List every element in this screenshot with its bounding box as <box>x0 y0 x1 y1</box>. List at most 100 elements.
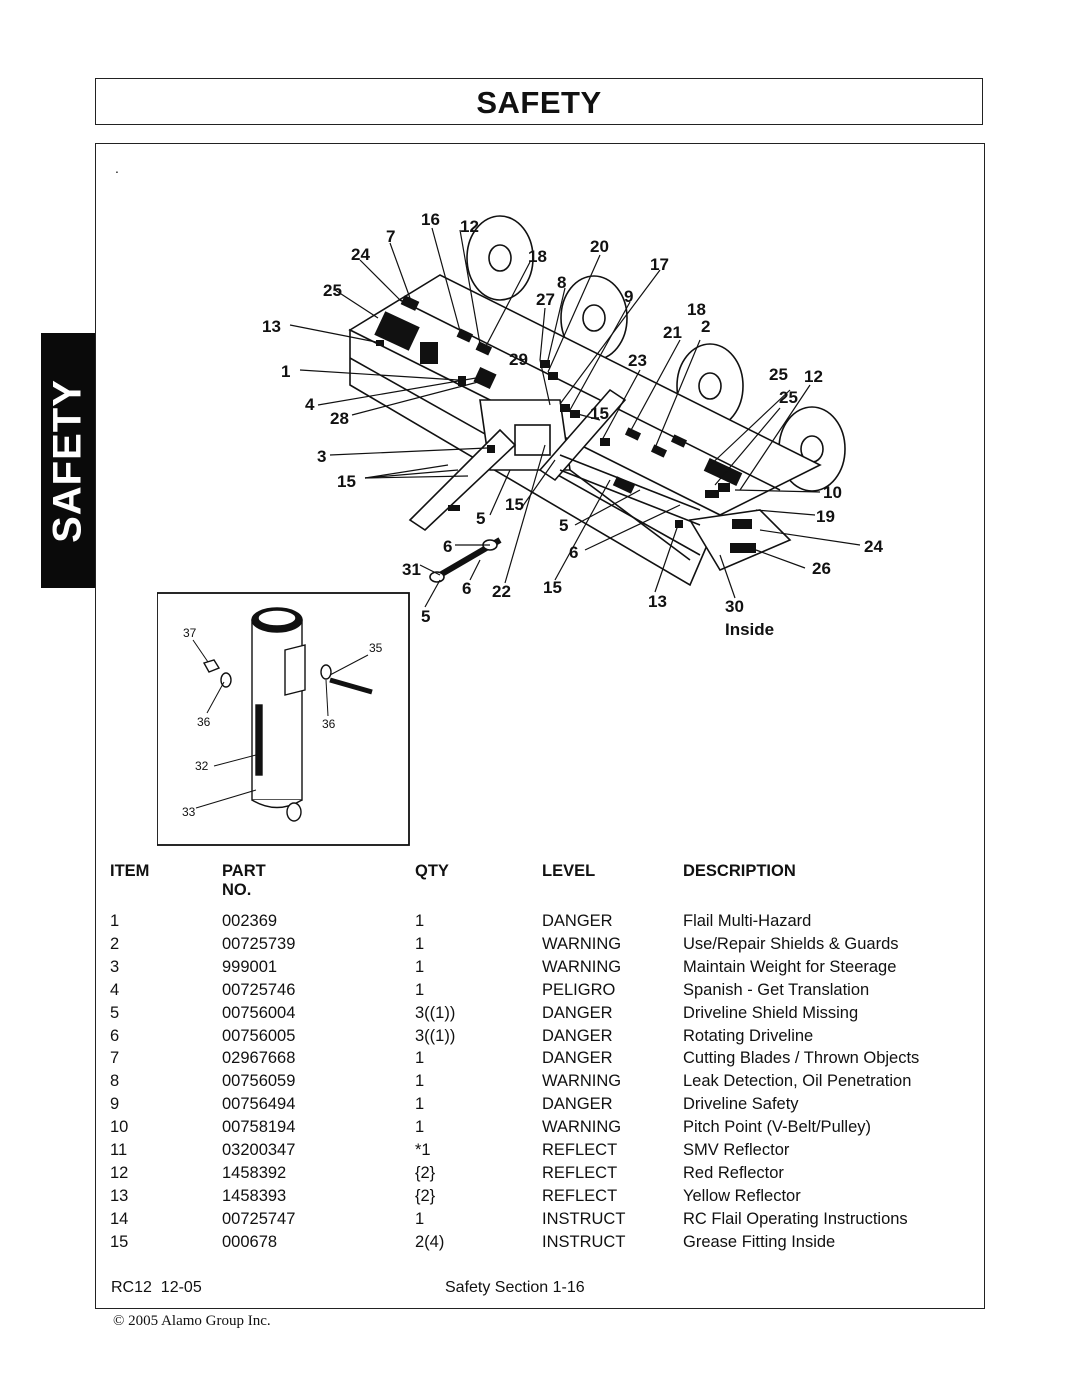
item-cell: 9 <box>110 1095 120 1114</box>
inside-label: Inside <box>725 620 774 639</box>
item-cell: 14 <box>110 1209 129 1228</box>
callout: 22 <box>492 582 511 601</box>
callout: 28 <box>330 409 349 428</box>
level-cell: DANGER <box>542 1049 613 1068</box>
item-cell: 2 <box>110 934 120 953</box>
level-cell: PELIGRO <box>542 980 616 999</box>
part-no-cell: 00725747 <box>222 1209 296 1228</box>
mower-illustration <box>348 215 846 587</box>
level-cell: REFLECT <box>542 1163 618 1182</box>
callout: 18 <box>687 300 706 319</box>
page-title: SAFETY <box>476 85 602 120</box>
item-cell: 4 <box>110 980 120 999</box>
leader-lines <box>289 227 861 608</box>
wheel-shape <box>466 215 534 301</box>
level-cell: DANGER <box>542 912 613 930</box>
header-description: DESCRIPTION <box>683 862 796 880</box>
part-no-cell: 02967668 <box>222 1049 296 1068</box>
inset-detail: 37 35 36 36 32 33 <box>157 592 410 846</box>
part-no-cell: 1458393 <box>222 1186 287 1205</box>
qty-cell: 3((1)) <box>415 1026 456 1045</box>
part-no-cell: 00756494 <box>222 1095 296 1114</box>
level-cell: WARNING <box>542 1072 622 1091</box>
description-cell: Use/Repair Shields & Guards <box>683 934 899 953</box>
inset-callout: 36 <box>197 715 211 729</box>
header-part-no: PART NO. <box>222 862 266 899</box>
footer-model-date: RC12 12-05 <box>111 1279 202 1296</box>
callout: 26 <box>812 559 831 578</box>
callout: 29 <box>509 350 528 369</box>
callout: 23 <box>628 351 647 370</box>
section-side-tab: SAFETY <box>41 333 95 588</box>
item-cell: 5 <box>110 1003 120 1022</box>
callout: 27 <box>536 290 555 309</box>
inset-callout: 33 <box>182 805 196 819</box>
description-cell: Rotating Driveline <box>683 1026 814 1045</box>
description-cell: Pitch Point (V-Belt/Pulley) <box>683 1118 871 1137</box>
callout-labels: 16 12 7 24 18 20 17 8 25 27 9 18 13 21 2… <box>262 210 883 639</box>
part-no-cell: 00725739 <box>222 934 296 953</box>
level-cell: REFLECT <box>542 1141 618 1159</box>
level-cell: INSTRUCT <box>542 1209 626 1228</box>
callout: 12 <box>804 367 823 386</box>
item-cell: 10 <box>110 1118 129 1137</box>
part-no-cell: 1458392 <box>222 1163 287 1182</box>
callout: 15 <box>505 495 524 514</box>
qty-cell: 1 <box>415 980 425 999</box>
item-cell: 15 <box>110 1232 129 1251</box>
description-cell: Maintain Weight for Steerage <box>683 957 897 976</box>
callout: 1 <box>281 362 290 381</box>
qty-cell: 1 <box>415 1095 425 1114</box>
qty-cell: 1 <box>415 934 425 953</box>
callout: 13 <box>648 592 667 611</box>
stray-dot: . <box>115 160 119 176</box>
header-item: ITEM <box>110 862 150 880</box>
callout: 18 <box>528 247 547 266</box>
description-cell: Yellow Reflector <box>683 1186 801 1205</box>
qty-cell: 1 <box>415 1209 425 1228</box>
rear-shield <box>688 509 792 572</box>
callout: 5 <box>476 509 485 528</box>
item-cell: 1 <box>110 912 120 930</box>
content-frame <box>95 143 985 1309</box>
qty-cell: 1 <box>415 912 425 930</box>
item-cell: 12 <box>110 1163 129 1182</box>
callout: 2 <box>701 317 710 336</box>
part-no-cell: 002369 <box>222 912 278 930</box>
item-cell: 8 <box>110 1072 120 1091</box>
callout: 25 <box>323 281 342 300</box>
qty-cell: {2} <box>415 1186 436 1205</box>
callout: 19 <box>816 507 835 526</box>
decal-location-diagram: 16 12 7 24 18 20 17 8 25 27 9 18 13 21 2… <box>157 210 883 846</box>
callout: 4 <box>305 395 315 414</box>
part-no-cell: 999001 <box>222 957 278 976</box>
callout: 31 <box>402 560 421 579</box>
callout: 25 <box>769 365 788 384</box>
callout: 30 <box>725 597 744 616</box>
callout: 16 <box>421 210 440 229</box>
level-cell: INSTRUCT <box>542 1232 626 1251</box>
qty-cell: 3((1)) <box>415 1003 456 1022</box>
item-cell: 11 <box>110 1141 128 1159</box>
part-no-cell: 00725746 <box>222 980 296 999</box>
item-cell: 3 <box>110 957 120 976</box>
callout: 8 <box>557 273 566 292</box>
part-no-cell: 00756005 <box>222 1026 296 1045</box>
callout: 7 <box>386 227 395 246</box>
inset-callout: 37 <box>183 626 197 640</box>
callout: 10 <box>823 483 842 502</box>
description-cell: Flail Multi-Hazard <box>683 912 812 930</box>
inset-callout: 36 <box>322 717 336 731</box>
side-tab-label: SAFETY <box>45 378 90 543</box>
callout: 20 <box>590 237 609 256</box>
callout: 24 <box>351 245 370 264</box>
level-cell: DANGER <box>542 1026 613 1045</box>
callout: 5 <box>421 607 430 626</box>
callout: 21 <box>663 323 682 342</box>
item-cell: 7 <box>110 1049 120 1068</box>
callout: 15 <box>337 472 356 491</box>
qty-cell: 1 <box>415 1049 425 1068</box>
header-level: LEVEL <box>542 862 596 880</box>
callout: 25 <box>779 388 798 407</box>
callout: 6 <box>443 537 452 556</box>
